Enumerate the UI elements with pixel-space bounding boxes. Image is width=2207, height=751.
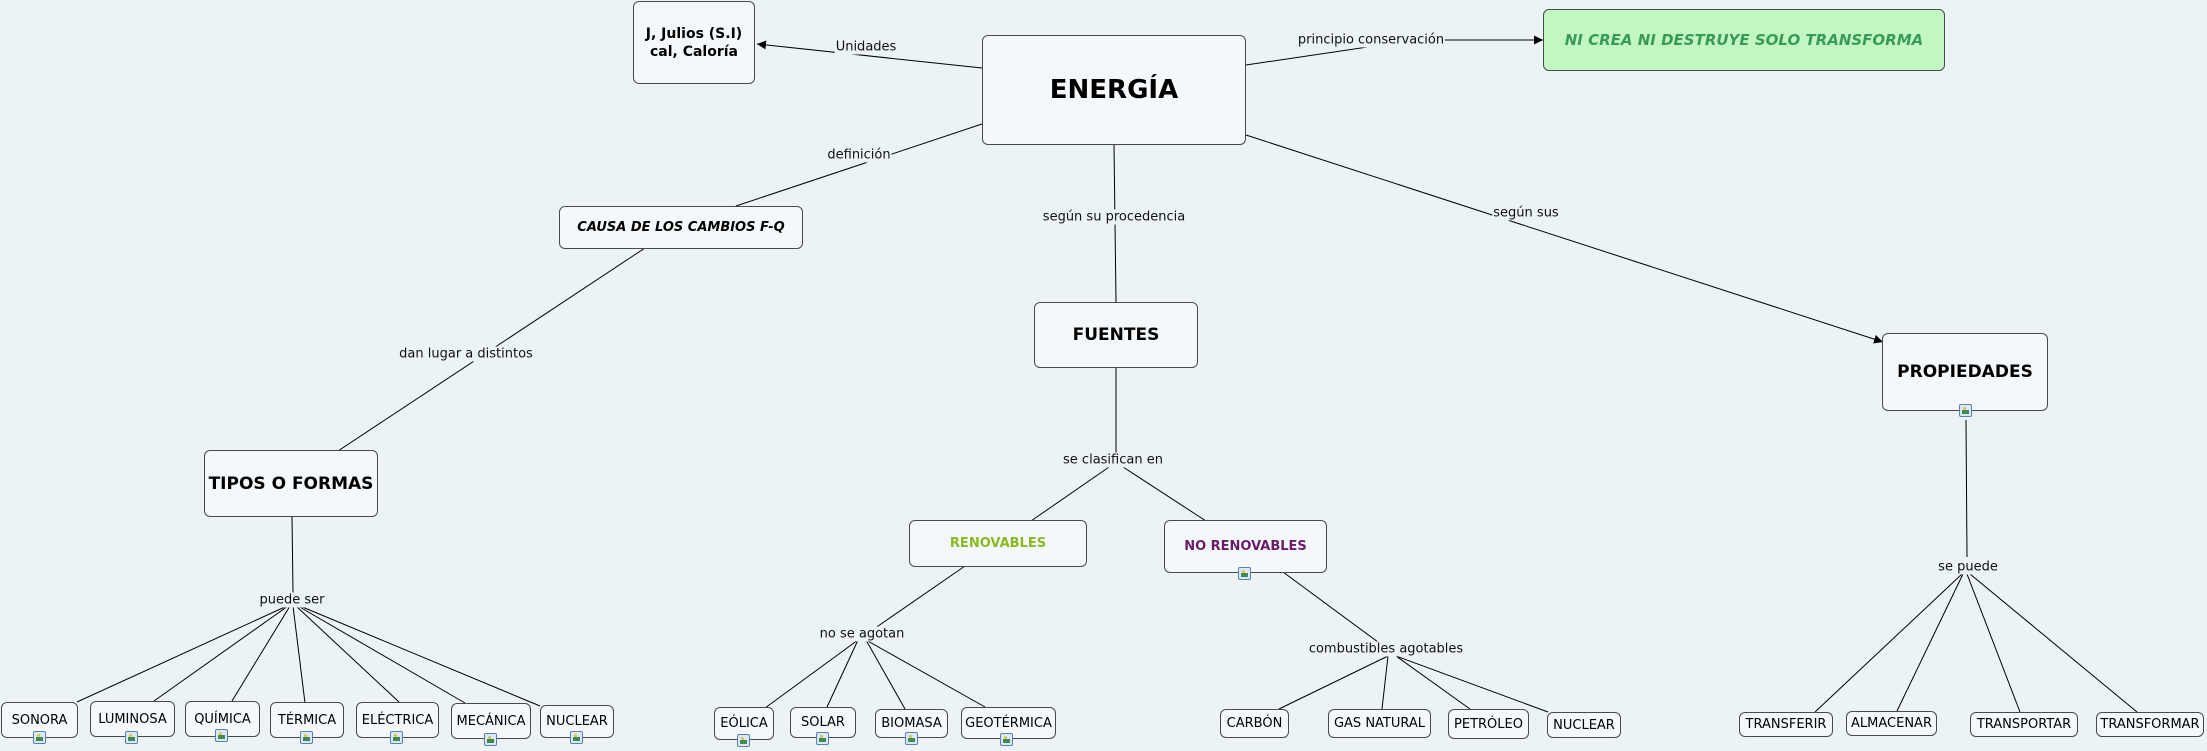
renovables-node[interactable]: RENOVABLES [909, 520, 1087, 567]
no-renovables-node[interactable]: NO RENOVABLES [1164, 520, 1327, 573]
tipo-item[interactable]: ELÉCTRICA [356, 702, 439, 738]
image-icon[interactable] [1000, 733, 1013, 746]
propiedades-node[interactable]: PROPIEDADES [1882, 333, 2048, 411]
link-label: según sus [1492, 205, 1560, 221]
tipo-item[interactable]: SONORA [1, 702, 78, 738]
image-icon[interactable] [816, 732, 829, 745]
link-label: Unidades [834, 39, 898, 55]
link-label: dan lugar a distintos [398, 346, 534, 362]
propiedad-item[interactable]: TRANSPORTAR [1970, 712, 2078, 737]
causa-node[interactable]: CAUSA DE LOS CAMBIOS F-Q [559, 206, 803, 249]
link-label: principio conservación [1296, 32, 1446, 48]
unidades-node[interactable]: J, Julios (S.I) cal, Caloría [633, 1, 755, 84]
link-label: no se agotan [818, 626, 906, 642]
no-renovable-item[interactable]: CARBÓN [1220, 709, 1289, 738]
link-label: se clasifican en [1062, 452, 1164, 468]
image-icon[interactable] [570, 731, 583, 744]
image-icon[interactable] [905, 732, 918, 745]
fuentes-node[interactable]: FUENTES [1034, 302, 1198, 368]
link-label: según su procedencia [1041, 209, 1187, 225]
link-label: puede ser [258, 592, 326, 608]
image-icon[interactable] [390, 731, 403, 744]
image-icon[interactable] [1959, 404, 1972, 417]
energia-node[interactable]: ENERGÍA [982, 35, 1246, 145]
tipos-node[interactable]: TIPOS O FORMAS [204, 450, 378, 517]
image-icon[interactable] [484, 733, 497, 746]
image-icon[interactable] [33, 731, 46, 744]
image-icon[interactable] [737, 734, 750, 747]
renovable-item[interactable]: GEOTÉRMICA [961, 707, 1056, 739]
no-renovable-item[interactable]: PETRÓLEO [1448, 709, 1529, 739]
conservacion-node[interactable]: NI CREA NI DESTRUYE SOLO TRANSFORMA [1543, 9, 1945, 71]
link-label: se puede [1937, 559, 1999, 575]
no-renovable-item[interactable]: NUCLEAR [1547, 712, 1621, 738]
image-icon[interactable] [1238, 567, 1251, 580]
propiedad-item[interactable]: TRANSFERIR [1739, 712, 1833, 737]
no-renovable-item[interactable]: GAS NATURAL [1328, 709, 1431, 738]
image-icon[interactable] [300, 731, 313, 744]
link-label: definición [826, 147, 892, 163]
propiedad-item[interactable]: TRANSFORMAR [2096, 712, 2204, 737]
image-icon[interactable] [215, 729, 228, 742]
image-icon[interactable] [125, 731, 138, 744]
link-label: combustibles agotables [1307, 641, 1465, 657]
propiedad-item[interactable]: ALMACENAR [1846, 711, 1937, 736]
